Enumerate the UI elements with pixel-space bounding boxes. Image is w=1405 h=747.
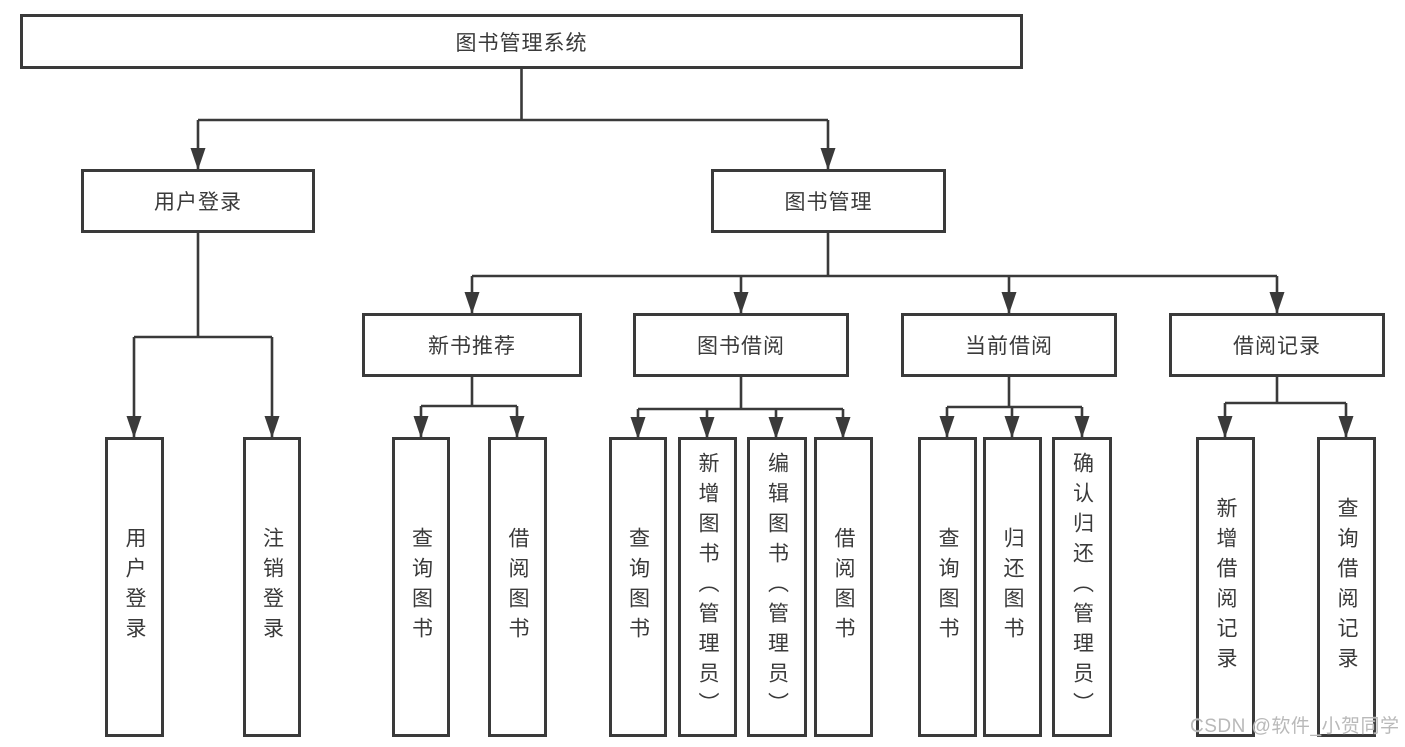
leaf-search-borrow-record: 查询借阅记录 [1317, 437, 1376, 737]
leaf-label: 借阅图书 [832, 527, 855, 647]
leaf-label: 查询图书 [936, 527, 959, 647]
node-label: 图书管理系统 [455, 31, 588, 55]
leaf-borrow-books-1: 借阅图书 [488, 437, 547, 737]
node-label: 借阅记录 [1233, 335, 1321, 358]
node-label: 用户登录 [154, 191, 242, 214]
node-library-management-system: 图书管理系统 [20, 14, 1023, 69]
node-book-management: 图书管理 [711, 169, 946, 233]
leaf-label: 归还图书 [1001, 527, 1024, 647]
watermark: CSDN @软件_小贺同学 [1190, 716, 1400, 737]
leaf-label: 新增借阅记录 [1214, 497, 1237, 677]
leaf-label: 编辑图书（管理员） [765, 452, 789, 722]
leaf-return-books: 归还图书 [983, 437, 1042, 737]
leaf-search-books-2: 查询图书 [609, 437, 667, 737]
leaf-search-books-3: 查询图书 [918, 437, 977, 737]
leaf-edit-book-admin: 编辑图书（管理员） [747, 437, 807, 737]
leaf-confirm-return-admin: 确认归还（管理员） [1052, 437, 1112, 737]
leaf-search-books-1: 查询图书 [392, 437, 450, 737]
node-user-login: 用户登录 [81, 169, 315, 233]
leaf-add-borrow-record: 新增借阅记录 [1196, 437, 1255, 737]
node-label: 新书推荐 [428, 335, 516, 358]
leaf-label: 查询图书 [626, 527, 650, 647]
node-borrowing-records: 借阅记录 [1169, 313, 1385, 377]
node-book-borrowing: 图书借阅 [633, 313, 849, 377]
leaf-label: 注销登录 [260, 527, 284, 647]
leaf-user-login: 用户登录 [105, 437, 164, 737]
leaf-add-book-admin: 新增图书（管理员） [678, 437, 737, 737]
node-current-borrowing: 当前借阅 [901, 313, 1117, 377]
leaf-label: 用户登录 [123, 527, 146, 647]
leaf-label: 借阅图书 [506, 527, 529, 647]
leaf-borrow-books-2: 借阅图书 [814, 437, 873, 737]
leaf-label: 新增图书（管理员） [696, 452, 719, 722]
node-label: 当前借阅 [965, 335, 1053, 358]
leaf-label: 确认归还（管理员） [1070, 452, 1094, 722]
node-label: 图书管理 [784, 191, 873, 214]
leaf-label: 查询借阅记录 [1335, 497, 1358, 677]
node-label: 图书借阅 [697, 335, 785, 358]
leaf-logout: 注销登录 [243, 437, 301, 737]
leaf-label: 查询图书 [409, 527, 433, 647]
node-new-book-recommendation: 新书推荐 [362, 313, 582, 377]
